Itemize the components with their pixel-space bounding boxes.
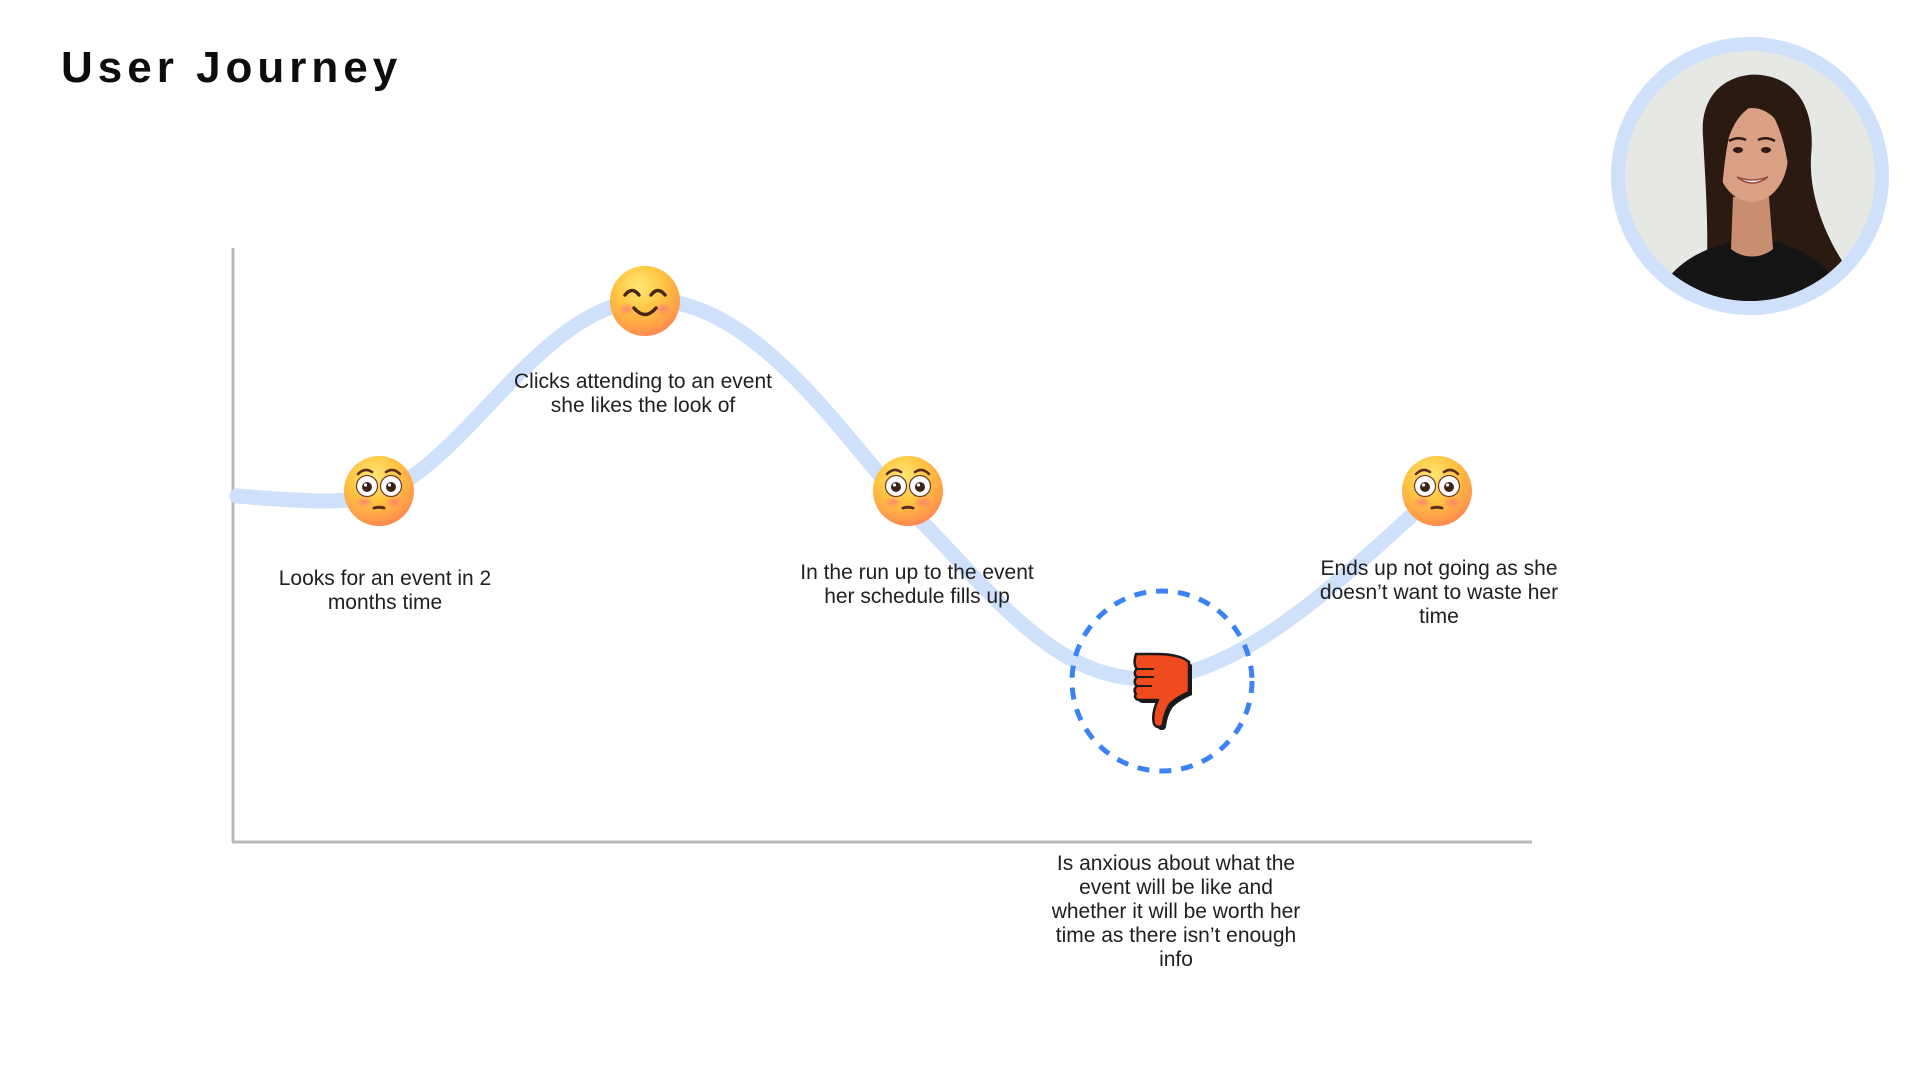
persona-photo — [1625, 51, 1875, 301]
step-caption: Is anxious about what the event will be … — [1051, 852, 1301, 971]
step-caption: Clicks attending to an event she likes t… — [514, 370, 772, 417]
step-caption: Looks for an event in 2 months time — [278, 567, 492, 614]
step-caption: Ends up not going as she doesn’t want to… — [1319, 557, 1559, 628]
page-title: User Journey — [61, 43, 403, 92]
emotion-curve — [229, 292, 1445, 687]
flushed-face-icon — [1401, 455, 1473, 527]
step-caption: In the run up to the event her schedule … — [800, 561, 1034, 608]
avatar — [1611, 37, 1889, 315]
smiling-face-icon — [609, 265, 681, 337]
pain-point-highlight — [1069, 588, 1255, 774]
flushed-face-icon — [872, 455, 944, 527]
flushed-face-icon — [343, 455, 415, 527]
thumbs-down-icon — [1133, 652, 1192, 730]
